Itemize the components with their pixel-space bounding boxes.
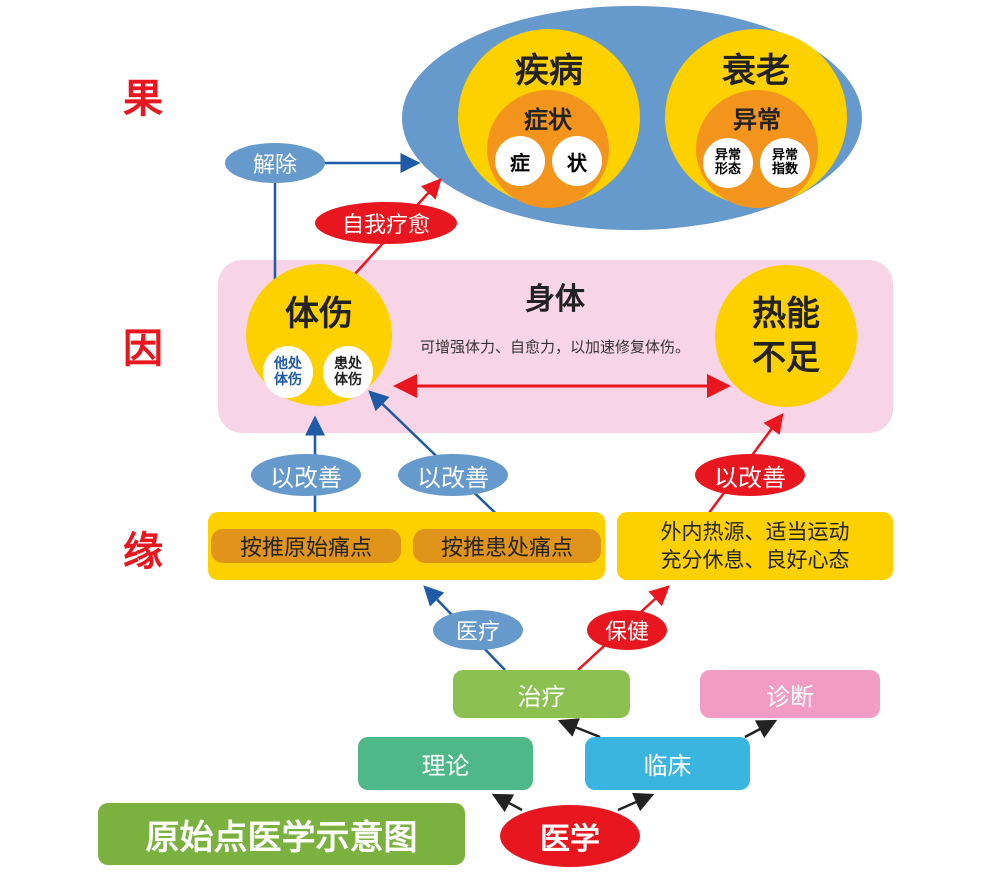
arrow-clinical-treatment: [557, 718, 601, 739]
medical-treatment-label: 医疗: [433, 610, 523, 650]
treatment-box: 治疗: [453, 670, 630, 718]
diagnosis-box: 诊断: [700, 670, 880, 718]
abnormal-title: 异常: [733, 106, 781, 134]
body-title: 身体: [525, 282, 585, 317]
level-cause: 因: [123, 326, 163, 372]
disease-title: 疾病: [515, 51, 583, 91]
injury-title: 体伤: [285, 294, 353, 334]
level-condition: 缘: [123, 529, 163, 575]
improve-label-3: 以改善: [695, 454, 805, 496]
lifestyle-box: 外内热源、适当运动 充分休息、良好心态: [617, 512, 893, 580]
arrow-medicine-theory: [491, 793, 523, 813]
relieve-label: 解除: [225, 143, 325, 183]
massage-affected-pill: 按推患处痛点: [413, 529, 601, 563]
symptom-title: 症状: [524, 106, 572, 134]
symptom-sub-2: 状: [552, 136, 602, 186]
theory-box: 理论: [358, 737, 533, 790]
abnormal-index: 异常 指数: [760, 138, 810, 188]
level-fruit: 果: [123, 76, 163, 122]
arrow-medicine-clinical: [617, 792, 655, 812]
aging-title: 衰老: [722, 51, 790, 91]
clinical-box: 临床: [585, 737, 750, 790]
symptom-sub-1: 症: [495, 136, 545, 186]
massage-origin-pill: 按推原始痛点: [211, 529, 401, 563]
body-description: 可增强体力、自愈力，以加速修复体伤。: [420, 337, 691, 356]
diagram-caption: 原始点医学示意图: [98, 803, 465, 865]
health-care-label: 保健: [587, 610, 667, 650]
arrow-clinical-diagnosis: [744, 719, 778, 739]
improve-label-1: 以改善: [251, 454, 361, 496]
injury-affected: 患处 体伤: [323, 346, 373, 398]
improve-label-2: 以改善: [398, 454, 508, 496]
heat-deficit-circle: 热能 不足: [715, 265, 857, 407]
injury-elsewhere: 他处 体伤: [263, 346, 313, 398]
self-heal-label: 自我疗愈: [315, 202, 457, 244]
medicine-ellipse: 医学: [500, 805, 640, 867]
abnormal-form: 异常 形态: [703, 138, 753, 188]
